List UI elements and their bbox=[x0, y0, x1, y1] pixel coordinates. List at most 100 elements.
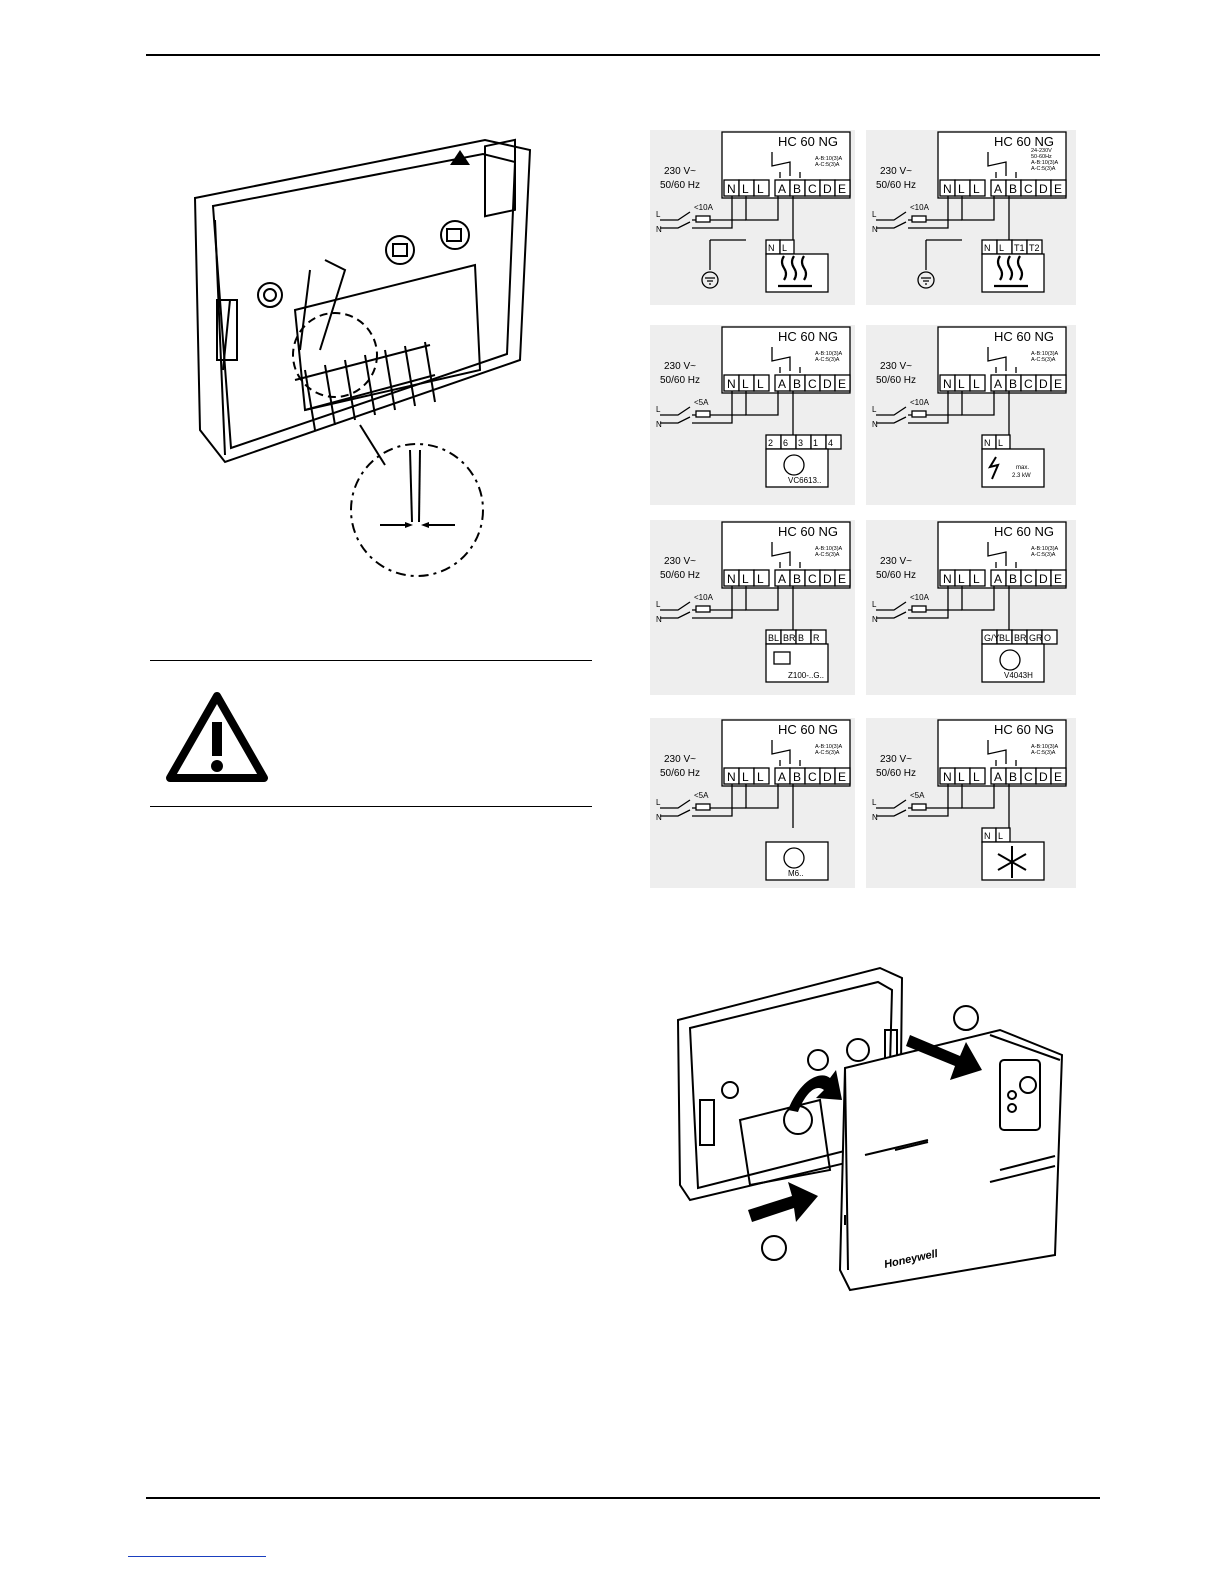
load-label: Z100-..G.. bbox=[788, 671, 824, 680]
relay-rating: A-B:10(3)A bbox=[815, 351, 843, 357]
line-label: L bbox=[656, 600, 661, 609]
terminal-label: N bbox=[943, 572, 952, 586]
load-terminal-label: T2 bbox=[1029, 243, 1040, 253]
load-terminal-label: R bbox=[813, 633, 820, 643]
terminal-label: B bbox=[1009, 572, 1017, 586]
fuse bbox=[695, 410, 711, 418]
terminal-label: A bbox=[994, 770, 1002, 784]
terminal-label: B bbox=[793, 572, 801, 586]
terminal-cell bbox=[834, 569, 851, 587]
switch-line bbox=[660, 799, 691, 809]
terminal-label: D bbox=[1039, 377, 1048, 391]
relay-rating: A-C:5(3)A bbox=[815, 552, 840, 558]
line-label: L bbox=[872, 600, 877, 609]
line-label: L bbox=[656, 405, 661, 414]
line-label: L bbox=[872, 405, 877, 414]
load-terminal-label: N bbox=[984, 438, 991, 448]
line-label: L bbox=[656, 798, 661, 807]
resistor-icon bbox=[773, 651, 791, 665]
neutral-label: N bbox=[656, 225, 662, 234]
switch-line bbox=[876, 406, 907, 416]
terminal-label: A bbox=[778, 770, 786, 784]
fuse-rating: <10A bbox=[910, 398, 930, 407]
supply-frequency: 50/60 Hz bbox=[876, 570, 916, 581]
neutral-label: N bbox=[656, 813, 662, 822]
terminal-cell bbox=[969, 767, 986, 785]
neutral-label: N bbox=[872, 813, 878, 822]
model-label: HC 60 NG bbox=[994, 524, 1054, 539]
neutral-label: N bbox=[872, 420, 878, 429]
terminal-label: L bbox=[742, 377, 749, 391]
warning-icon bbox=[164, 690, 270, 784]
terminal-label: C bbox=[808, 770, 817, 784]
supply-voltage: 230 V~ bbox=[664, 361, 696, 372]
lightning-icon bbox=[987, 456, 1000, 480]
terminal-label: N bbox=[727, 572, 736, 586]
load-terminal-label: L bbox=[999, 243, 1004, 253]
terminal-label: L bbox=[958, 377, 965, 391]
fuse bbox=[911, 605, 927, 613]
relay-rating: A-B:10(3)A bbox=[815, 546, 843, 552]
load-terminal-label: GR bbox=[1029, 633, 1043, 643]
load-box bbox=[765, 643, 829, 683]
neutral-label: N bbox=[656, 615, 662, 624]
model-label: HC 60 NG bbox=[778, 722, 838, 737]
supply-voltage: 230 V~ bbox=[664, 166, 696, 177]
terminal-label: E bbox=[1054, 572, 1062, 586]
terminal-label: L bbox=[757, 182, 764, 196]
terminal-label: E bbox=[1054, 377, 1062, 391]
relay-rating: A-B:10(3)A bbox=[1031, 160, 1059, 166]
supply-frequency: 50/60 Hz bbox=[660, 180, 700, 191]
line-label: L bbox=[872, 798, 877, 807]
terminal-label: D bbox=[823, 377, 832, 391]
terminal-label: A bbox=[778, 182, 786, 196]
terminal-label: A bbox=[994, 377, 1002, 391]
terminal-label: E bbox=[838, 377, 846, 391]
device-assembly-illustration: Honeywell bbox=[670, 960, 1070, 1300]
line-label: L bbox=[872, 210, 877, 219]
terminal-label: L bbox=[973, 572, 980, 586]
bottom-rule bbox=[146, 1497, 1100, 1499]
relay-symbol bbox=[987, 542, 1007, 566]
warning-bottom-rule bbox=[150, 806, 592, 807]
switch-neutral bbox=[660, 611, 691, 619]
heat-icon bbox=[996, 255, 1024, 281]
terminal-label: L bbox=[742, 182, 749, 196]
motor-icon bbox=[783, 847, 805, 869]
relay-rating: A-C:5(3)A bbox=[815, 357, 840, 363]
terminal-label: N bbox=[943, 770, 952, 784]
terminal-label: D bbox=[1039, 770, 1048, 784]
terminal-label: D bbox=[1039, 182, 1048, 196]
relay-rating: A-B:10(3)A bbox=[815, 744, 843, 750]
terminal-cell bbox=[753, 374, 770, 392]
load-label: VC6613.. bbox=[788, 476, 821, 485]
relay-symbol bbox=[987, 347, 1007, 371]
footer-link-underline[interactable] bbox=[128, 1556, 266, 1557]
terminal-label: D bbox=[823, 182, 832, 196]
switch-neutral bbox=[660, 809, 691, 817]
neutral-label: N bbox=[656, 420, 662, 429]
fuse bbox=[695, 803, 711, 811]
model-label: HC 60 NG bbox=[994, 134, 1054, 149]
load-terminal-label: N bbox=[984, 831, 991, 841]
switch-line bbox=[660, 211, 691, 221]
fuse-rating: <5A bbox=[910, 791, 925, 800]
supply-frequency: 50/60 Hz bbox=[660, 768, 700, 779]
load-terminal-label: BL bbox=[999, 633, 1010, 643]
snowflake-icon bbox=[997, 846, 1027, 878]
neutral-label: N bbox=[872, 615, 878, 624]
fuse-rating: <5A bbox=[694, 791, 709, 800]
terminal-cell bbox=[1050, 767, 1067, 785]
terminal-label: D bbox=[1039, 572, 1048, 586]
load-terminal-label: BR bbox=[783, 633, 796, 643]
relay-symbol bbox=[987, 740, 1007, 764]
terminal-label: E bbox=[838, 770, 846, 784]
supply-frequency: 50/60 Hz bbox=[876, 180, 916, 191]
terminal-label: N bbox=[943, 377, 952, 391]
terminal-label: L bbox=[973, 182, 980, 196]
supply-voltage: 230 V~ bbox=[664, 556, 696, 567]
terminal-label: L bbox=[973, 377, 980, 391]
terminal-cell bbox=[1050, 179, 1067, 197]
switch-neutral bbox=[876, 611, 907, 619]
